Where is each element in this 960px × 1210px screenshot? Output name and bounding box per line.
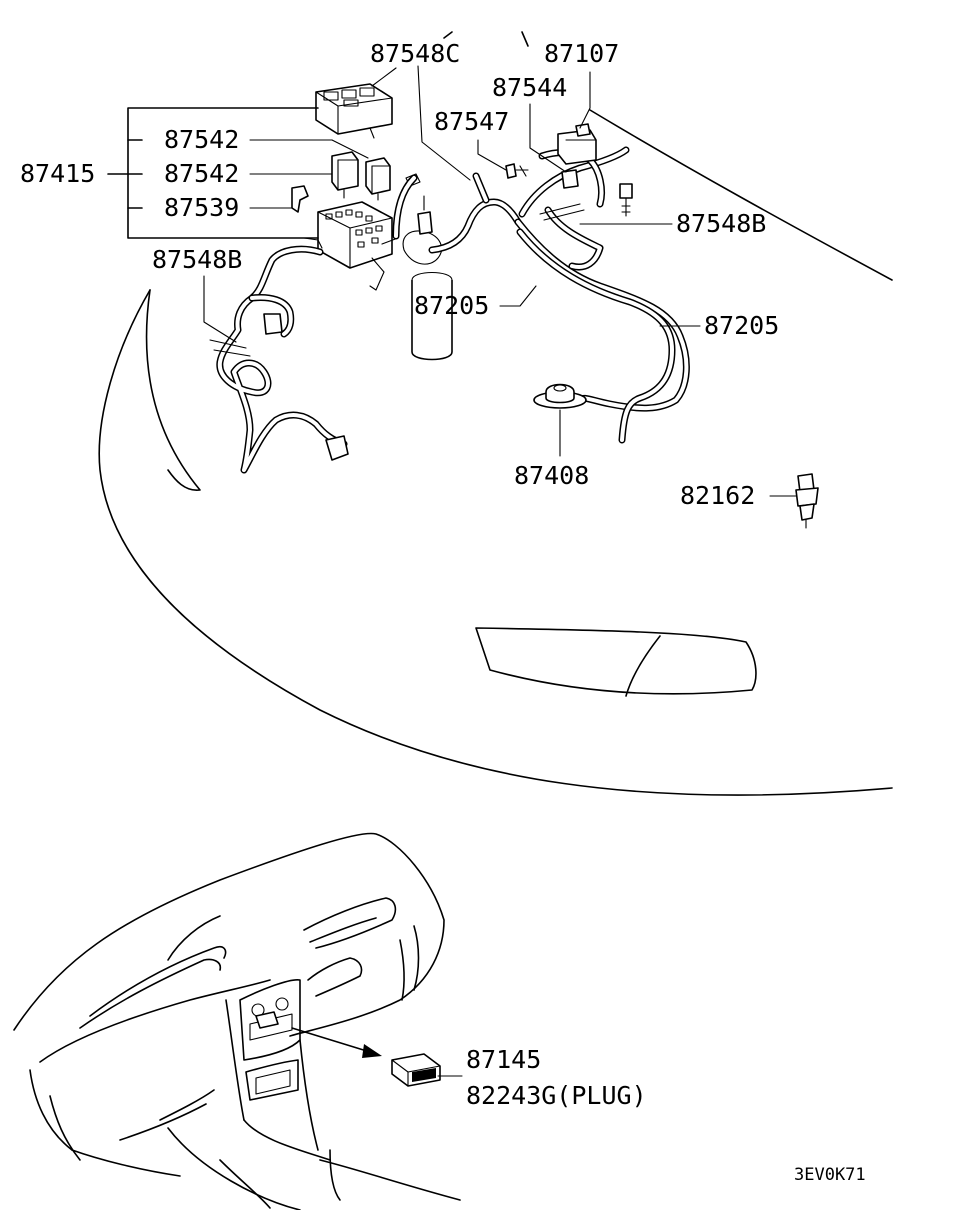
leader-lines	[203, 65, 797, 1077]
wire-harness-left	[209, 245, 349, 474]
car-body-outline	[98, 31, 893, 796]
label-87548B-right: 87548B	[676, 209, 766, 238]
connector-right	[619, 183, 633, 217]
label-87548C: 87548C	[370, 39, 460, 68]
relay-box-top	[315, 83, 393, 139]
label-87547: 87547	[434, 107, 509, 136]
lamp-shape	[475, 627, 757, 697]
figure-code: 3EV0K71	[794, 1165, 866, 1185]
label-87205-right: 87205	[704, 311, 779, 340]
sensor-82162	[795, 473, 819, 529]
hoses-right	[514, 146, 690, 444]
group-bracket-87415	[107, 107, 319, 239]
label-87205-center: 87205	[414, 291, 489, 320]
pump-87107	[557, 123, 597, 165]
label-87542-b: 87542	[164, 159, 239, 188]
hoses-center	[392, 172, 522, 254]
relay-small-1	[331, 151, 359, 199]
reservoir	[402, 173, 453, 361]
label-87107: 87107	[544, 39, 619, 68]
label-87544: 87544	[492, 73, 567, 102]
label-87408: 87408	[514, 461, 589, 490]
label-87145: 87145	[466, 1045, 541, 1074]
arrow-to-switch	[291, 1027, 382, 1058]
label-82162: 82162	[680, 481, 755, 510]
bolt-87547	[505, 163, 529, 179]
label-87548B-left: 87548B	[152, 245, 242, 274]
switch-87145	[391, 1053, 441, 1087]
switch-in-dash	[255, 1011, 279, 1029]
dashboard-outline	[13, 832, 461, 1210]
relay-small-2	[365, 157, 391, 201]
label-87415: 87415	[20, 159, 95, 188]
fuse-block	[303, 201, 399, 291]
valve-87544	[561, 169, 579, 189]
label-87539: 87539	[164, 193, 239, 222]
fuse	[291, 185, 309, 213]
label-87542-a: 87542	[164, 125, 239, 154]
grommet-87408	[533, 383, 587, 409]
label-82243G-plug: 82243G(PLUG)	[466, 1081, 647, 1110]
